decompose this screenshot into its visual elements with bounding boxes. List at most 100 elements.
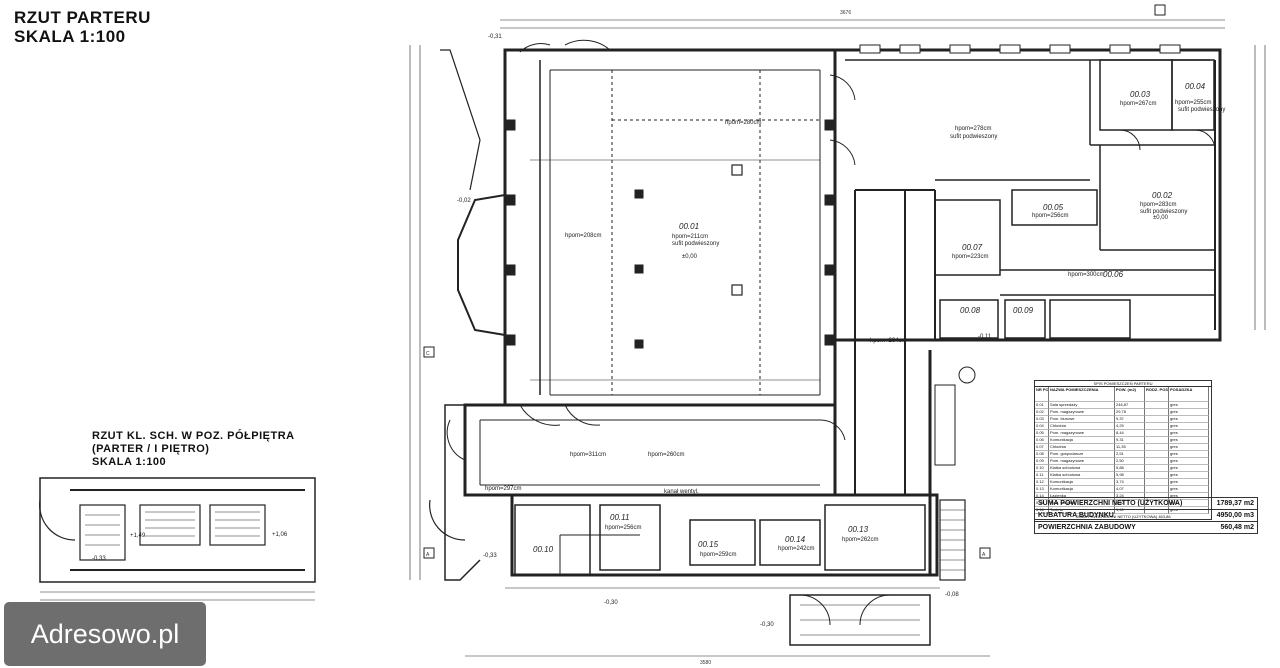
- room-id-0002: 00.02: [1152, 191, 1173, 200]
- room-schedule-header: NR POM. NAZWA POMIESZCZENIA POW. (m2) RO…: [1035, 387, 1211, 402]
- cell-name: Klatka schodowa: [1049, 472, 1115, 479]
- room-id-0003: 00.03: [1130, 90, 1151, 99]
- summary-row: POWIERZCHNIA ZABUDOWY 560,48 m2: [1035, 522, 1257, 533]
- room-labels: 00.01 hpom=211cm sufit podwieszony 00.02…: [533, 82, 1225, 558]
- room-height-0005: hpom=256cm: [1032, 213, 1069, 219]
- summary-value: 4950,00 m3: [1216, 512, 1254, 519]
- room-id-0011: 00.11: [610, 513, 629, 522]
- cell-number: 0.12: [1035, 479, 1049, 486]
- summary-value: 560,48 m2: [1220, 524, 1254, 531]
- col-header-area: POW. (m2): [1115, 387, 1145, 402]
- cell-floor-type: [1145, 493, 1169, 500]
- room-schedule-table: SPIS POMIESZCZEŃ PARTERU NR POM. NAZWA P…: [1034, 380, 1212, 520]
- south-height-2: hpom=311cm: [570, 452, 606, 458]
- cell-floor-type: [1145, 402, 1169, 409]
- cell-area: 4,29: [1115, 423, 1145, 430]
- summary-row: SUMA POWIERZCHNI NETTO (UŻYTKOWA) 1789,3…: [1035, 498, 1257, 510]
- overall-dim-bottom: 3580: [700, 660, 711, 666]
- axis-label-a-right: A: [982, 552, 986, 558]
- room-id-0004: 00.04: [1185, 82, 1206, 91]
- cell-area: 9,37: [1115, 416, 1145, 423]
- room-height-0006: hpom=300cm: [1068, 272, 1105, 278]
- cell-name: Pom. magazynowe: [1049, 409, 1115, 416]
- room-height-0003: hpom=267cm: [1120, 101, 1157, 107]
- room-schedule-caption: SPIS POMIESZCZEŃ PARTERU: [1035, 381, 1211, 387]
- room-height-0015: hpom=259cm: [700, 552, 737, 558]
- cell-name: Pom. magazynowe: [1049, 458, 1115, 465]
- cell-floor-type: [1145, 409, 1169, 416]
- cell-floor: gres: [1169, 444, 1209, 451]
- cell-area: 29,78: [1115, 409, 1145, 416]
- cell-name: Klatka schodowa: [1049, 465, 1115, 472]
- cell-area: 3,74: [1115, 479, 1145, 486]
- cell-floor: gres: [1169, 409, 1209, 416]
- level-plus-149: +1,49: [130, 533, 146, 539]
- cell-name: Komunikacja: [1049, 479, 1115, 486]
- cell-area: 5,88: [1115, 465, 1145, 472]
- col-header-floor-type: RODZ. POSADZKI: [1145, 387, 1169, 402]
- top-height: hpom=280cm: [725, 120, 762, 126]
- level-plus-106: +1,06: [272, 532, 288, 538]
- room-id-0014: 00.14: [785, 535, 806, 544]
- cell-name: Chłodnia: [1049, 423, 1115, 430]
- cell-floor: gres: [1169, 430, 1209, 437]
- cell-name: Pom. biurowe: [1049, 416, 1115, 423]
- room-id-0008: 00.08: [960, 306, 981, 315]
- room-note-0002: sufit podwieszony: [1140, 209, 1187, 215]
- room-id-0007: 00.07: [962, 243, 983, 252]
- cell-floor: gres: [1169, 437, 1209, 444]
- room-height-0007: hpom=223cm: [952, 254, 989, 260]
- cell-area: 4,07: [1115, 486, 1145, 493]
- cell-number: 0.07: [1035, 444, 1049, 451]
- room-id-0013: 00.13: [848, 525, 869, 534]
- cell-floor-type: [1145, 458, 1169, 465]
- cell-floor-type: [1145, 500, 1169, 507]
- south-height: hpom=260cm: [648, 452, 685, 458]
- plan-title: RZUT PARTERU SKALA 1:100: [14, 8, 151, 46]
- cell-name: Pom. magazynowe: [1049, 430, 1115, 437]
- watermark-logo: Adresowo.pl: [3, 601, 207, 667]
- level-zero: ±0,00: [682, 254, 698, 260]
- room-id-0015: 00.15: [698, 540, 719, 549]
- cell-number: 0.01: [1035, 402, 1049, 409]
- cell-area: 5,98: [1115, 472, 1145, 479]
- cell-floor: gres: [1169, 402, 1209, 409]
- room-note-0004: sufit podwieszony: [1178, 107, 1225, 113]
- room-height-0011: hpom=256cm: [605, 525, 642, 531]
- axis-label-c: C: [426, 351, 430, 357]
- cell-number: 0.10: [1035, 465, 1049, 472]
- cell-floor: gres: [1169, 451, 1209, 458]
- room-note-0001: sufit podwieszony: [672, 241, 719, 247]
- room-height-0013: hpom=262cm: [842, 537, 879, 543]
- col-header-name: NAZWA POMIESZCZENIA: [1049, 387, 1115, 402]
- level-minus-033-stair: -0,33: [92, 556, 106, 562]
- cell-floor-type: [1145, 451, 1169, 458]
- cell-name: Komunikacja: [1049, 486, 1115, 493]
- cell-number: 0.13: [1035, 486, 1049, 493]
- room-height-0004: hpom=255cm: [1175, 100, 1212, 106]
- level-minus-008: -0,08: [945, 592, 959, 598]
- cell-area: 246,87: [1115, 402, 1145, 409]
- stair-title-line3: SKALA 1:100: [92, 456, 167, 468]
- level-minus-031: -0,31: [488, 34, 502, 40]
- cell-floor: gres: [1169, 479, 1209, 486]
- hall-height: hpom=278cm: [955, 126, 992, 132]
- room-height-0002: hpom=283cm: [1140, 202, 1177, 208]
- room-schedule-footer: SUMA POWIERZCHNI NETTO (UŻYTKOWA) 463,86: [1075, 514, 1171, 519]
- cell-floor-type: [1145, 430, 1169, 437]
- room-id-0006: 00.06: [1103, 270, 1124, 279]
- corridor-height: hpom=264cm: [870, 338, 907, 344]
- cell-number: 0.11: [1035, 472, 1049, 479]
- cell-number: 0.09: [1035, 458, 1049, 465]
- stair-title-line1: RZUT KL. SCH. W POZ. PÓŁPIĘTRA: [92, 430, 295, 442]
- summary-row: KUBATURA BUDYNKU 4950,00 m3: [1035, 510, 1257, 522]
- level-minus-033: -0,33: [483, 553, 497, 559]
- cell-area: 4,92: [1115, 500, 1145, 507]
